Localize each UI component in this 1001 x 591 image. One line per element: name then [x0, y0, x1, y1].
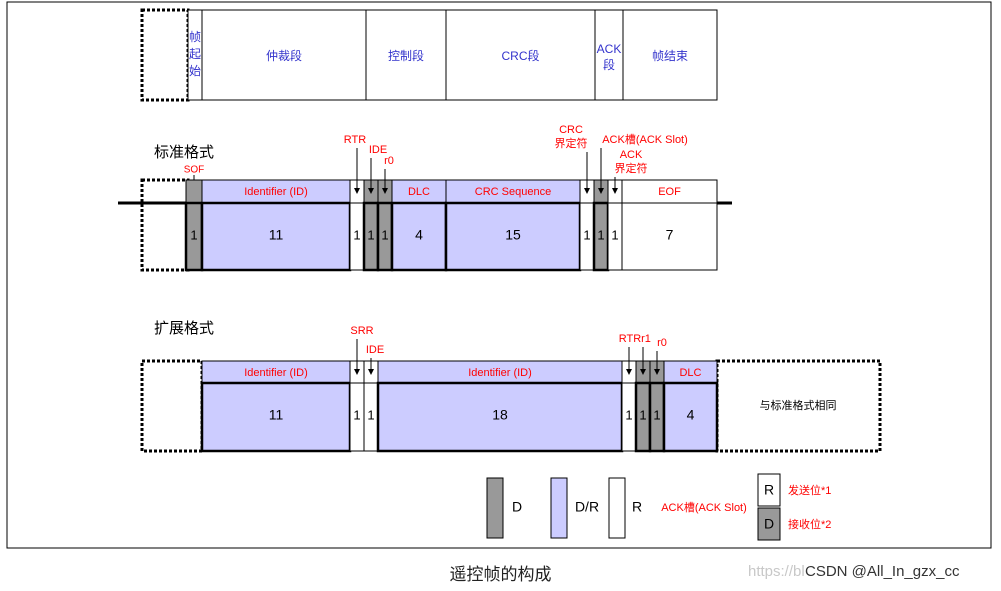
standard-field-bits-r0: 1 — [381, 227, 388, 242]
legend-swatch-dominant-recessive — [550, 477, 568, 539]
legend-label-dominant-recessive: D/R — [575, 499, 599, 515]
extended-field-bits-srr: 1 — [353, 407, 360, 422]
extended-field-identifier-b — [376, 381, 624, 453]
extended-field-bits-r0: 1 — [653, 407, 660, 422]
standard-field-bits-crc-seq: 15 — [505, 227, 521, 243]
standard-marker-arrow-ack-slot-head — [598, 188, 604, 194]
extended-field-label-identifier-a: Identifier (ID) — [244, 367, 308, 379]
standard-field-bits-identifier: 11 — [269, 227, 284, 243]
legend-ack-slot-title: ACK槽(ACK Slot) — [661, 501, 747, 514]
extended-marker-label-srr: SRR — [350, 325, 373, 337]
extended-marker-label-r0: r0 — [657, 337, 667, 349]
overview-segment-arb — [201, 9, 367, 101]
standard-format-title: 标准格式 — [154, 144, 214, 161]
standard-marker-label-rtr: RTR — [344, 134, 366, 146]
extended-field-bits-ide: 1 — [367, 407, 374, 422]
legend-ack-box-send — [757, 473, 781, 507]
overview-label-ack-2: 段 — [603, 57, 615, 72]
standard-marker-arrow-rtr-head — [354, 188, 360, 194]
legend-label-recessive: R — [632, 499, 642, 515]
legend-ack-box-recv — [757, 507, 781, 541]
extended-field-label-dlc: DLC — [679, 367, 701, 379]
overview-label-sof: 起 — [189, 47, 201, 61]
extended-marker-label-r1: r1 — [641, 333, 651, 345]
extended-field-bits-dlc: 4 — [687, 407, 695, 423]
standard-field-label-identifier: Identifier (ID) — [244, 186, 308, 198]
extended-marker-label-rtr: RTR — [619, 333, 641, 345]
standard-marker-arrow-r0-head — [382, 188, 388, 194]
overview-label-arb: 仲裁段 — [266, 48, 302, 63]
overview-label-ctrl: 控制段 — [388, 48, 424, 63]
extended-marker-arrow-srr-head — [354, 369, 360, 375]
extended-field-identifier-a — [200, 381, 352, 453]
legend-ack-note-send: 发送位*1 — [788, 483, 831, 497]
standard-field-dlc — [390, 201, 448, 272]
standard-field-label-dlc: DLC — [408, 186, 430, 198]
standard-sof-label: SOF — [184, 165, 205, 176]
standard-marker-label-ide: IDE — [369, 144, 387, 156]
standard-field-bits-ack-slot: 1 — [597, 227, 604, 242]
legend-ack-note-recv: 接收位*2 — [788, 517, 831, 531]
standard-marker-label-ack-delim: 界定符 — [615, 161, 648, 175]
extended-same-as-standard: 与标准格式相同 — [760, 398, 837, 412]
overview-label-ack: ACK — [597, 42, 622, 56]
extended-lead-dashed — [140, 359, 204, 453]
standard-field-label-eof: EOF — [658, 186, 681, 198]
overview-label-crc: CRC段 — [502, 48, 540, 63]
standard-field-bits-eof: 7 — [666, 227, 674, 243]
extended-marker-arrow-r1-head — [640, 369, 646, 375]
figure-caption: 遥控帧的构成 — [449, 565, 552, 584]
extended-field-label-identifier-b: Identifier (ID) — [468, 367, 532, 379]
standard-marker-arrow-crc-delim-head — [584, 188, 590, 194]
standard-field-header-sof — [185, 179, 203, 204]
overview-label-sof: 始 — [189, 64, 201, 78]
overview-segment-crc — [445, 9, 596, 101]
standard-marker-label-crc-delim: CRC — [559, 124, 583, 136]
standard-field-label-crc-seq: CRC Sequence — [475, 186, 551, 198]
standard-marker-label-crc-delim: 界定符 — [555, 136, 588, 150]
extended-field-bits-rtr: 1 — [625, 407, 632, 422]
standard-field-bits-rtr: 1 — [353, 227, 360, 242]
standard-field-bits-ack-delim: 1 — [611, 227, 618, 242]
standard-field-bits-sof: 1 — [190, 227, 197, 242]
extended-marker-label-ide: IDE — [366, 344, 384, 356]
standard-marker-arrow-ide-head — [368, 188, 374, 194]
watermark-url: https://bl — [748, 563, 805, 580]
overview-segment-ack — [594, 9, 624, 101]
extended-field-bits-identifier-b: 18 — [492, 407, 508, 423]
standard-marker-arrow-ack-delim-head — [612, 188, 618, 194]
overview-segment-eof — [622, 9, 718, 101]
overview-lead-dashed — [140, 8, 190, 102]
figure-border — [6, 1, 992, 549]
standard-field-eof — [621, 202, 718, 271]
standard-field-crc-seq — [444, 201, 582, 272]
overview-label-eof: 帧结束 — [652, 49, 688, 63]
legend-ack-letter-send: R — [764, 482, 774, 498]
legend-label-dominant: D — [512, 499, 522, 515]
standard-lead-dashed — [140, 178, 190, 272]
extended-field-bits-identifier-a: 11 — [269, 407, 284, 423]
extended-format-title: 扩展格式 — [154, 320, 214, 337]
overview-label-sof: 帧 — [189, 30, 201, 44]
standard-marker-label-ack-slot: ACK槽(ACK Slot) — [602, 133, 688, 146]
extended-field-dlc — [662, 381, 719, 453]
extended-marker-arrow-r0-head — [654, 369, 660, 375]
standard-field-bits-ide: 1 — [367, 227, 374, 242]
standard-field-bits-crc-delim: 1 — [583, 227, 590, 242]
standard-field-bits-dlc: 4 — [415, 227, 423, 243]
standard-marker-label-ack-delim: ACK — [620, 149, 643, 161]
legend-ack-letter-recv: D — [764, 516, 774, 532]
extended-field-bits-r1: 1 — [639, 407, 646, 422]
overview-segment-ctrl — [365, 9, 447, 101]
extended-marker-arrow-rtr-head — [626, 369, 632, 375]
watermark-author: CSDN @All_In_gzx_cc — [805, 563, 960, 580]
legend-swatch-dominant — [486, 477, 504, 539]
extended-marker-arrow-ide-head — [368, 369, 374, 375]
standard-marker-label-r0: r0 — [384, 155, 394, 167]
legend-swatch-recessive — [608, 477, 626, 539]
